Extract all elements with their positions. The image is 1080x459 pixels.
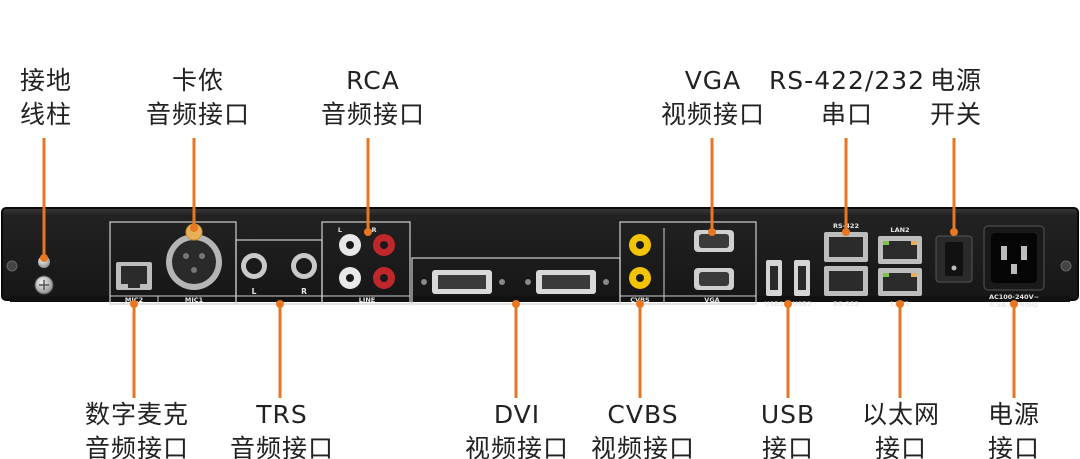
label-digital-mic: 数字麦克音频接口	[84, 400, 189, 459]
rca-l-text: L	[338, 226, 342, 234]
trs-jacks	[241, 253, 317, 279]
trs-l-text: L	[252, 287, 257, 296]
label-ethernet-port: 以太网接口	[861, 400, 940, 459]
usb2-text: USB2	[792, 300, 811, 308]
video-section	[619, 221, 757, 305]
ac-rating-line1: AC100-240V~	[989, 293, 1039, 301]
callout-dots	[40, 224, 1018, 308]
screw-icon	[6, 260, 18, 272]
xlr-connector	[166, 223, 222, 290]
lan-ports	[878, 236, 922, 296]
trs-r-text: R	[301, 287, 307, 296]
rca-jacks	[339, 234, 395, 289]
lan2-text: LAN2	[890, 226, 909, 234]
rs232-text: RS-232	[833, 300, 859, 308]
callout-lines	[42, 138, 1016, 398]
label-xlr-audio: 卡侬音频接口	[145, 66, 250, 129]
usb-ports	[766, 260, 810, 296]
audio-section	[109, 221, 411, 305]
rca-r-text: R	[371, 226, 376, 234]
label-ground-post: 接地线柱	[19, 66, 72, 129]
usb1-text: USB1	[764, 300, 784, 308]
mic1-text: MIC1	[185, 296, 204, 304]
screw-icon	[1060, 260, 1072, 272]
vga-text: VGA	[704, 296, 719, 304]
mic2-port	[116, 262, 152, 290]
serial-ports	[824, 232, 868, 296]
power-switch	[935, 235, 973, 283]
line-text: LINE	[359, 296, 375, 304]
power-socket	[983, 225, 1045, 291]
cvbs-text: CVBS	[630, 296, 650, 304]
label-power-switch: 电源开关	[929, 66, 982, 129]
label-power-socket: 电源接口	[987, 400, 1040, 459]
